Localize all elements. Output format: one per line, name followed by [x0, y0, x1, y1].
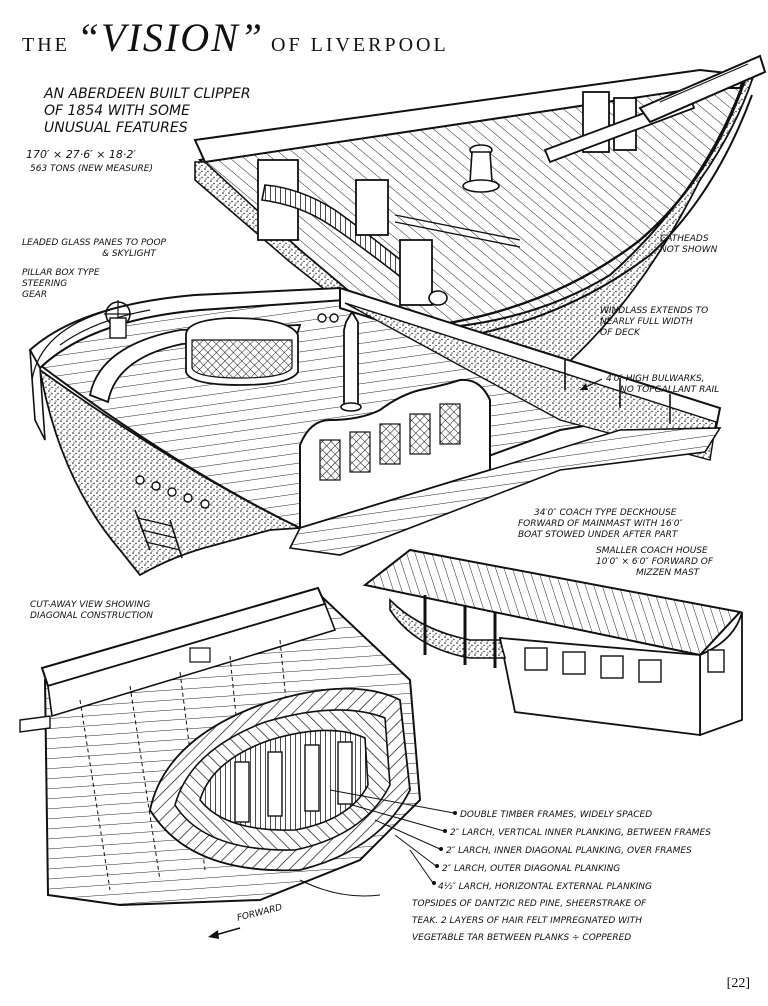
construction-item: 2″ LARCH, OUTER DIAGONAL PLANKING — [442, 864, 621, 874]
intro-line: UNUSUAL FEATURES — [44, 119, 188, 136]
note-line: GEAR — [22, 289, 48, 300]
note-line: TOPSIDES OF DANTZIC RED PINE, SHEERSTRAK… — [412, 899, 647, 909]
note-line: 10′0″ × 6′0″ FORWARD OF — [596, 556, 713, 567]
page-title: THE “VISION” OF LIVERPOOL — [22, 14, 449, 61]
deckhouse-note: 34′0″ COACH TYPE DECKHOUSE FORWARD OF MA… — [518, 508, 683, 540]
note-line: LEADED GLASS PANES TO POOP — [22, 238, 166, 248]
note-line: STEERING — [22, 278, 68, 289]
note-line: 34′0″ COACH TYPE DECKHOUSE — [534, 508, 677, 518]
coach-house-drawing — [362, 548, 743, 737]
construction-legend: DOUBLE TIMBER FRAMES, WIDELY SPACED 2″ L… — [438, 806, 711, 896]
steering-gear-note: PILLAR BOX TYPE STEERING GEAR — [22, 268, 100, 300]
note-line: TEAK. 2 LAYERS OF HAIR FELT IMPREGNATED … — [412, 916, 642, 926]
topsides-note: TOPSIDES OF DANTZIC RED PINE, SHEERSTRAK… — [412, 896, 646, 947]
construction-item: 2″ LARCH, VERTICAL INNER PLANKING, BETWE… — [450, 828, 711, 838]
poop-deck-drawing — [28, 286, 722, 577]
construction-item: DOUBLE TIMBER FRAMES, WIDELY SPACED — [460, 810, 653, 820]
note-line: & SKYLIGHT — [102, 248, 156, 259]
bulwarks-note: 4′0″ HIGH BULWARKS, NO TOPGALLANT RAIL — [606, 374, 719, 396]
note-line: CATHEADS — [660, 234, 709, 244]
leaded-glass-note: LEADED GLASS PANES TO POOP & SKYLIGHT — [22, 238, 166, 260]
note-line: VEGETABLE TAR BETWEEN PLANKS ÷ COPPERED — [412, 933, 632, 943]
page-number: [22] — [726, 976, 750, 991]
note-line: DIAGONAL CONSTRUCTION — [30, 610, 153, 621]
coach-house-note: SMALLER COACH HOUSE 10′0″ × 6′0″ FORWARD… — [596, 546, 713, 578]
tonnage-note: 563 TONS (NEW MEASURE) — [30, 164, 153, 174]
note-line: SMALLER COACH HOUSE — [596, 546, 708, 556]
title-pre: THE — [22, 34, 70, 56]
dimensions-note: 170′ × 27·6′ × 18·2′ — [26, 148, 136, 161]
cutaway-note: CUT-AWAY VIEW SHOWING DIAGONAL CONSTRUCT… — [30, 600, 153, 622]
title-post: OF LIVERPOOL — [271, 34, 449, 56]
note-line: FORWARD OF MAINMAST WITH 16′0″ — [518, 518, 683, 529]
note-line: MIZZEN MAST — [636, 567, 700, 578]
note-line: CUT-AWAY VIEW SHOWING — [30, 600, 151, 610]
note-line: 4′0″ HIGH BULWARKS, — [606, 374, 705, 384]
cutaway-hull-drawing — [19, 586, 457, 939]
intro-line: AN ABERDEEN BUILT CLIPPER — [44, 86, 251, 102]
windlass-note: WINDLASS EXTENDS TO NEARLY FULL WIDTH OF… — [600, 306, 708, 338]
note-line: OF DECK — [600, 327, 640, 338]
intro-line: OF 1854 WITH SOME — [44, 102, 190, 119]
note-line: NEARLY FULL WIDTH — [600, 316, 693, 327]
title-main: “VISION” — [76, 15, 265, 60]
note-line: NO TOPGALLANT RAIL — [620, 384, 720, 395]
note-line: BOAT STOWED UNDER AFTER PART — [518, 529, 678, 540]
note-line: WINDLASS EXTENDS TO — [600, 306, 709, 316]
intro-note: AN ABERDEEN BUILT CLIPPER OF 1854 WITH S… — [44, 86, 251, 136]
catheads-note: CATHEADS NOT SHOWN — [660, 234, 717, 256]
construction-item: 4½″ LARCH, HORIZONTAL EXTERNAL PLANKING — [438, 882, 652, 892]
note-line: PILLAR BOX TYPE — [22, 268, 100, 278]
construction-item: 2″ LARCH, INNER DIAGONAL PLANKING, OVER … — [446, 846, 692, 856]
note-line: NOT SHOWN — [660, 244, 718, 255]
